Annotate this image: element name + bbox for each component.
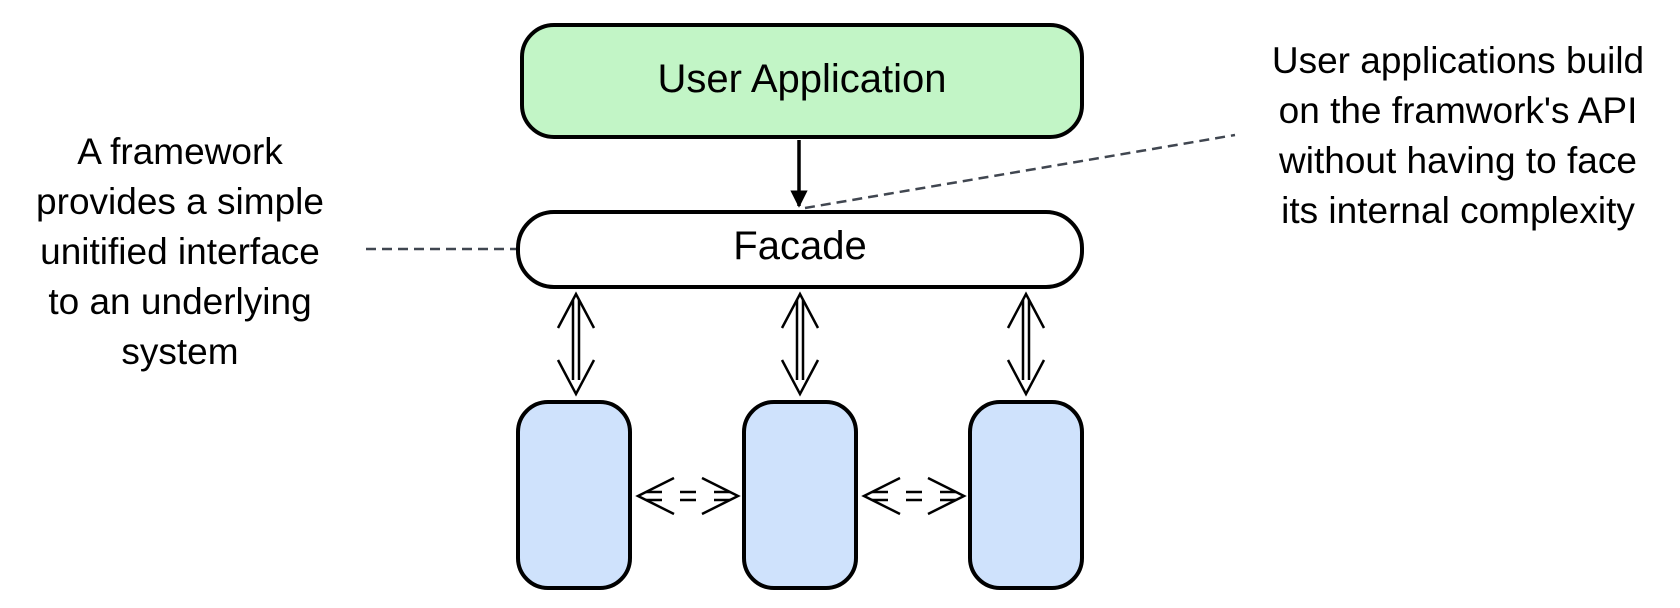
facade-subsystem-arrow-2 xyxy=(780,291,820,397)
facade-subsystem-arrow-1 xyxy=(556,291,596,397)
subsystem-link-1-2 xyxy=(635,476,741,516)
facade-box: Facade xyxy=(516,210,1084,289)
user-application-box: User Application xyxy=(520,23,1084,139)
right-annotation-line: its internal complexity xyxy=(1281,190,1635,231)
facade-shape xyxy=(516,210,1084,289)
left-annotation-line: to an underlying xyxy=(48,281,312,322)
user-application-shape xyxy=(520,23,1084,139)
left-annotation-line: provides a simple xyxy=(36,181,324,222)
right-annotation-line: on the framwork's API xyxy=(1278,90,1638,131)
right-annotation-line: without having to face xyxy=(1279,140,1637,181)
subsystem-box-2 xyxy=(742,400,858,590)
left-annotation: A framework provides a simple unitified … xyxy=(0,127,360,377)
right-annotation: User applications build on the framwork'… xyxy=(1238,36,1678,236)
subsystem-box-1 xyxy=(516,400,632,590)
right-annotation-line: User applications build xyxy=(1271,40,1645,81)
subsystem-link-2-3 xyxy=(861,476,967,516)
left-annotation-line: system xyxy=(121,331,239,372)
left-annotation-line: unitified interface xyxy=(40,231,320,272)
subsystem-box-3 xyxy=(968,400,1084,590)
facade-label: Facade xyxy=(733,224,866,268)
facade-subsystem-arrow-3 xyxy=(1006,291,1046,397)
right-note-connector xyxy=(804,133,1236,210)
user-application-label: User Application xyxy=(657,57,946,101)
left-annotation-line: A framework xyxy=(77,131,283,172)
